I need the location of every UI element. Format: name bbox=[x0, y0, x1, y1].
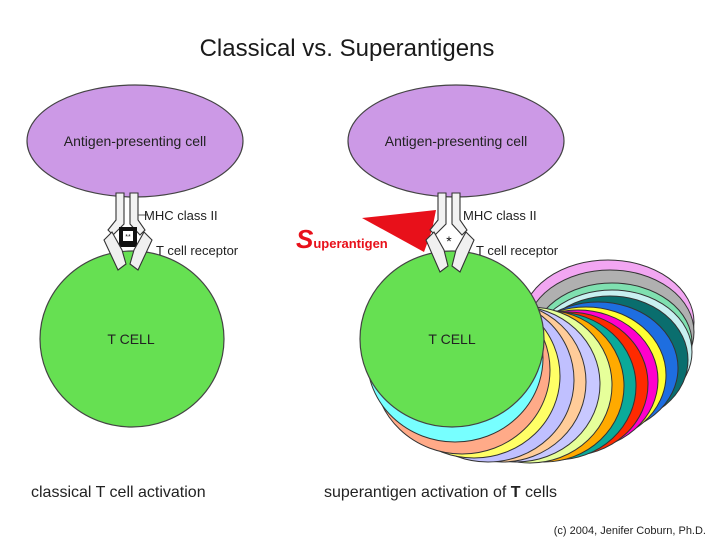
tcell-right bbox=[359, 250, 545, 428]
caption-right-pre: superantigen activation of bbox=[324, 484, 511, 501]
mhc-label-right: MHC class II bbox=[463, 208, 537, 223]
apc-label-right: Antigen-presenting cell bbox=[385, 133, 527, 149]
caption-left: classical T cell activation bbox=[31, 484, 206, 501]
tcr-label-left: T cell receptor bbox=[156, 243, 239, 258]
superantigen-label: Superantigen bbox=[296, 224, 388, 254]
superantigen-wedge bbox=[362, 210, 436, 252]
superantigen-rest: uperantigen bbox=[313, 236, 387, 251]
tcr-label-right: T cell receptor bbox=[476, 243, 559, 258]
page-title: Classical vs. Superantigens bbox=[200, 35, 495, 62]
caption-right-bold: T bbox=[511, 484, 521, 501]
right-panel: T CELL Antigen-presenting cell * MHC cla… bbox=[296, 84, 695, 501]
mhc-class-ii-right bbox=[429, 192, 468, 236]
tcell-label-right: T CELL bbox=[428, 331, 475, 347]
mhc-class-ii-left bbox=[107, 192, 146, 236]
apc-label-left: Antigen-presenting cell bbox=[64, 133, 206, 149]
t-cell-receptor-left bbox=[103, 231, 153, 271]
asterisk-icon: * bbox=[441, 230, 457, 250]
copyright-notice: (c) 2004, Jenifer Coburn, Ph.D. bbox=[554, 525, 706, 537]
tcell-left bbox=[39, 250, 225, 428]
caption-right: superantigen activation of T cells bbox=[324, 484, 557, 501]
t-cell-receptor-right bbox=[425, 231, 475, 273]
svg-text:*: * bbox=[446, 233, 452, 249]
superantigen-initial: S bbox=[296, 224, 314, 254]
mhc-label-left: MHC class II bbox=[144, 208, 218, 223]
svg-text:**: ** bbox=[125, 234, 131, 241]
caption-right-post: cells bbox=[521, 484, 557, 501]
tcell-label-left: T CELL bbox=[107, 331, 154, 347]
left-panel: Antigen-presenting cell T CELL ** MHC cl… bbox=[26, 84, 244, 501]
square-antigen-icon: ** bbox=[119, 227, 137, 247]
